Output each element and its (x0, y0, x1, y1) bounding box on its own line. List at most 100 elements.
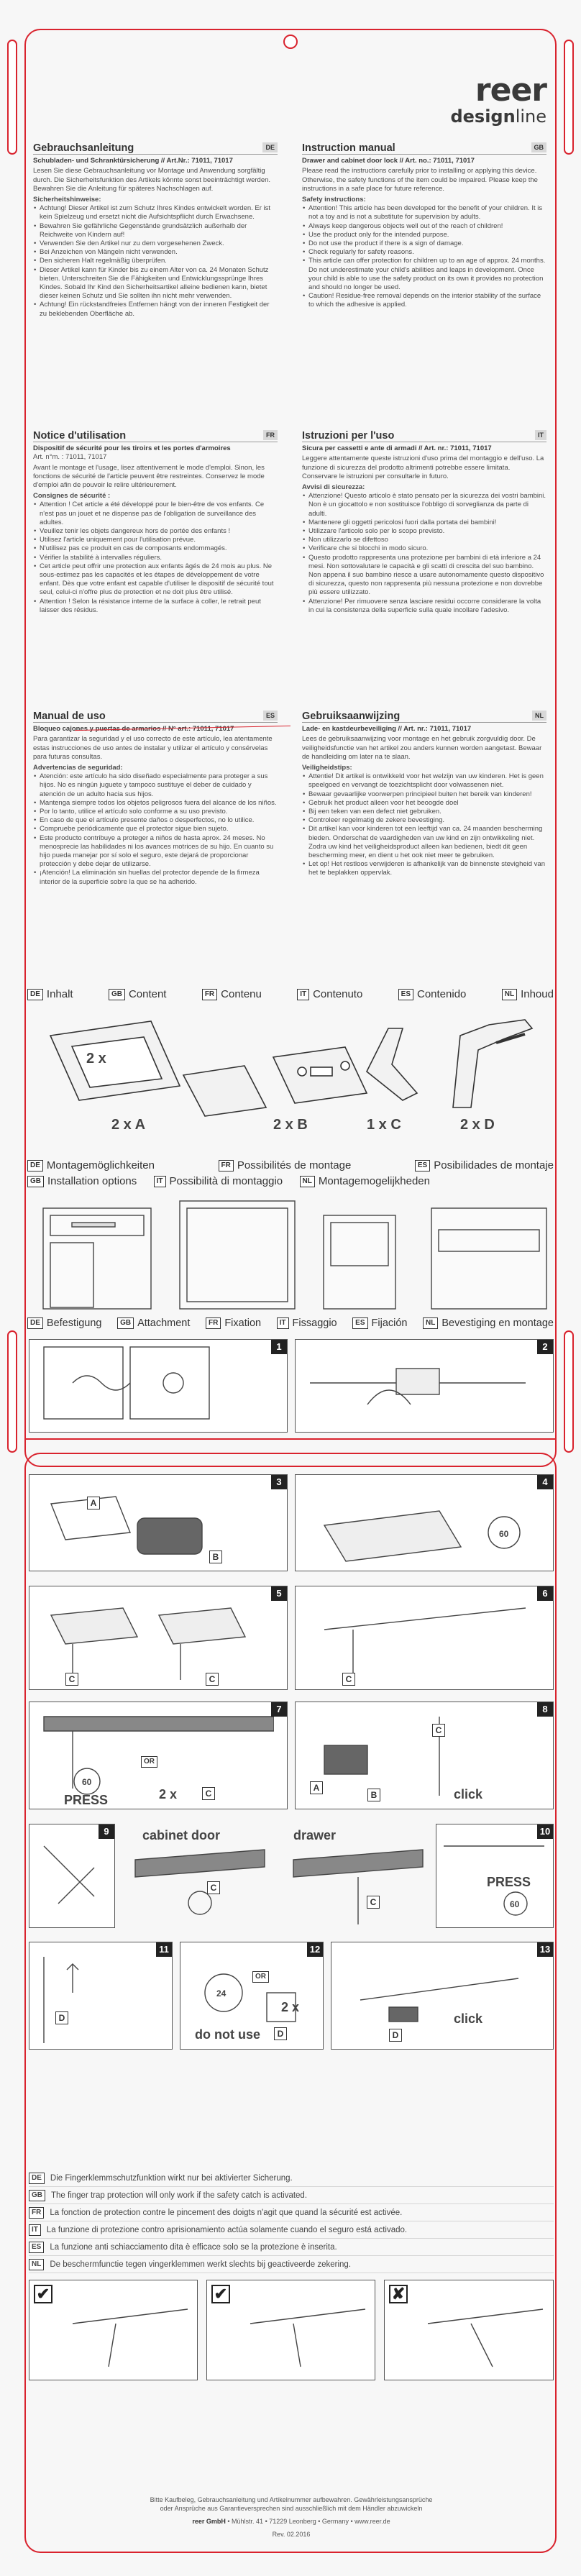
title-gb: Instruction manual (302, 142, 395, 154)
safety-item: Gebruik het product alleen voor het beoo… (302, 799, 546, 808)
safety-item: Vérifier la stabilité à intervalles régu… (33, 554, 278, 562)
step-panel-12: 12 24 OR 2 x D do not use (180, 1942, 324, 2050)
safety-item: ¡Atención! La eliminación sin huellas de… (33, 869, 278, 886)
safety-item: Controleer regelmatig de zekere bevestig… (302, 816, 546, 825)
hang-hole (283, 35, 298, 49)
key-d (452, 1019, 534, 1108)
safety-list-es: Atención: este artículo ha sido diseñado… (33, 772, 278, 887)
side-slot-right (564, 40, 574, 155)
step-panel-11: 11 D (29, 1942, 173, 2050)
label-2xb: 2 x B (273, 1117, 308, 1133)
safety-list-it: Attenzione! Questo articolo è stato pens… (302, 492, 546, 615)
mounting-illustration (42, 1200, 547, 1310)
safety-item: Attentie! Dit artikel is ontwikkeld voor… (302, 772, 546, 790)
safety-item: Compruebe periódicamente que el protecto… (33, 825, 278, 833)
side-slot-right-2 (564, 1330, 574, 1453)
safety-item: Let op! Het restloos verwijderen is afha… (302, 860, 546, 877)
safety-list-de: Achtung! Dieser Artikel ist zum Schutz I… (33, 204, 278, 319)
safety-item: Bewahren Sie gefährliche Gegenstände gru… (33, 222, 278, 239)
checkmark-icon: ✔ (34, 2285, 52, 2303)
safety-item: Mantenere gli oggetti pericolosi fuori d… (302, 519, 546, 527)
safety-item: Den sicheren Halt regelmäßig überprüfen. (33, 257, 278, 265)
contents-illustration: 2 x 2 x A 2 x B 1 x C 2 x D (49, 1019, 534, 1133)
safety-item: N'utilisez pas ce produit en cas de comp… (33, 544, 278, 553)
safety-item: Attention! This article has been develop… (302, 204, 546, 221)
footer: Bitte Kaufbeleg, Gebrauchsanleitung und … (150, 2496, 433, 2538)
step-panel-7: 7 60 PRESS OR 2 x C (29, 1702, 288, 1809)
step-panel-3: 3 A B (29, 1474, 288, 1571)
safety-item: Always keep dangerous objects well out o… (302, 222, 546, 231)
safety-item: Achtung! Dieser Artikel ist zum Schutz I… (33, 204, 278, 221)
label-2xa: 2 x A (111, 1117, 145, 1133)
safety-item: Utilisez l'article uniquement pour l'uti… (33, 536, 278, 544)
label-1xc: 1 x C (367, 1117, 401, 1133)
cross-icon: ✘ (389, 2285, 408, 2303)
latch-c (365, 1028, 418, 1101)
label-2xd: 2 x D (460, 1117, 495, 1133)
safety-item: Mantenga siempre todos los objetos pelig… (33, 799, 278, 808)
safety-item: Attenzione! Questo articolo è stato pens… (302, 492, 546, 519)
safety-item: Bewaar gevaarlijke voorwerpen principiee… (302, 790, 546, 799)
step-panel-4: 4 60 (295, 1474, 554, 1571)
brand-name: reer (475, 72, 547, 109)
checkmark-icon: ✔ (211, 2285, 230, 2303)
safety-item: Dit artikel kan voor kinderen tot een le… (302, 825, 546, 860)
step-panel-9: 9 (29, 1824, 115, 1928)
step-panel-8: 8 A B C click (295, 1702, 554, 1809)
step-panel-1: 1 (29, 1339, 288, 1433)
side-slot-left-2 (7, 1330, 17, 1453)
title-fr: Notice d'utilisation (33, 430, 127, 442)
safety-item: Do not use the product if there is a sig… (302, 239, 546, 248)
check-panel-3: ✘ (384, 2280, 554, 2380)
brand-line: designline (450, 106, 546, 127)
safety-list-gb: Attention! This article has been develop… (302, 204, 546, 309)
title-it: Istruzioni per l'uso (302, 430, 395, 442)
safety-item: Attention ! Selon la résistance interne … (33, 598, 278, 615)
safety-list-fr: Attention ! Cet article a été développé … (33, 501, 278, 615)
safety-item: Verwenden Sie den Artikel nur zu dem vor… (33, 239, 278, 248)
safety-item: Cet article peut offrir une protection a… (33, 562, 278, 598)
safety-item: Por lo tanto, utilice el artículo solo c… (33, 808, 278, 816)
safety-item: Este producto contribuye a proteger a ni… (33, 834, 278, 869)
step-panel-13: 13 D click (331, 1942, 554, 2050)
title-es: Manual de uso (33, 711, 106, 722)
fold-line (24, 1438, 557, 1440)
safety-item: Attenzione! Per rimuovere senza lasciare… (302, 598, 546, 615)
safety-item: Atención: este artículo ha sido diseñado… (33, 772, 278, 799)
mounting-plate-a (182, 1065, 267, 1117)
safety-item: Questo prodotto rappresenta una protezio… (302, 554, 546, 598)
title-de: Gebrauchsanleitung (33, 142, 134, 154)
step-panel-6: 6 C (295, 1586, 554, 1690)
safety-item: Verificare che si blocchi in modo sicuro… (302, 544, 546, 553)
safety-item: Bij een teken van een defect niet gebrui… (302, 808, 546, 816)
side-slot-left (7, 40, 17, 155)
check-panel-2: ✔ (206, 2280, 375, 2380)
step-panel-cabinet-drawer: cabinet door drawer C C (121, 1824, 430, 1928)
safety-item: En caso de que el artículo presente daño… (33, 816, 278, 825)
safety-item: This article can offer protection for ch… (302, 257, 546, 292)
step-panel-2: 2 (295, 1339, 554, 1433)
safety-item: Attention ! Cet article a été développé … (33, 501, 278, 527)
safety-item: Caution! Residue-free removal depends on… (302, 292, 546, 309)
safety-item: Achtung! Ein rückstandfreies Entfernen h… (33, 301, 278, 318)
step-panel-5: 5 C C (29, 1586, 288, 1690)
check-panel-1: ✔ (29, 2280, 198, 2380)
safety-item: Veuillez tenir les objets dangereux hors… (33, 527, 278, 536)
tape-count: 2 x (86, 1051, 106, 1067)
safety-item: Non utilizzarlo se difettoso (302, 536, 546, 544)
